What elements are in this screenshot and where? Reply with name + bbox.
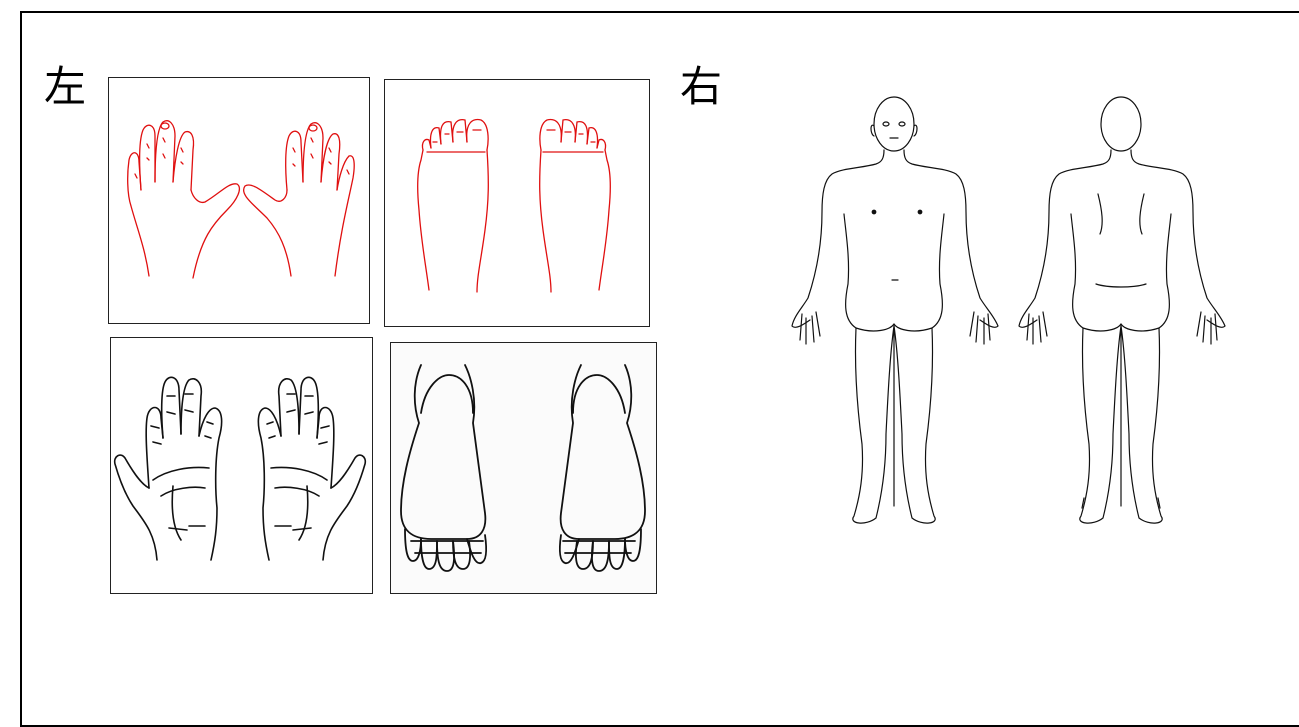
left-dorsal-hand (128, 121, 240, 278)
dorsal-feet-drawing (385, 80, 648, 325)
right-dorsal-hand (244, 123, 355, 276)
left-palm (115, 377, 222, 560)
plantar-feet-drawing (391, 343, 655, 592)
body-back (1019, 97, 1225, 523)
right-dorsal-foot (540, 120, 611, 292)
body-front (792, 97, 998, 523)
left-label: 左 (44, 66, 86, 108)
dorsal-feet-diagram (384, 79, 650, 327)
body-front-back-diagram (786, 94, 1236, 534)
right-sole (560, 365, 645, 571)
left-sole (401, 365, 486, 571)
dorsal-hands-diagram (108, 77, 370, 324)
plantar-feet-diagram (390, 342, 657, 594)
dorsal-hands-drawing (109, 78, 368, 322)
right-palm (258, 377, 365, 560)
left-dorsal-foot (418, 120, 489, 292)
palmar-hands-drawing (111, 338, 371, 592)
body-drawing (786, 94, 1236, 534)
palmar-hands-diagram (110, 337, 373, 594)
right-label: 右 (680, 66, 722, 108)
